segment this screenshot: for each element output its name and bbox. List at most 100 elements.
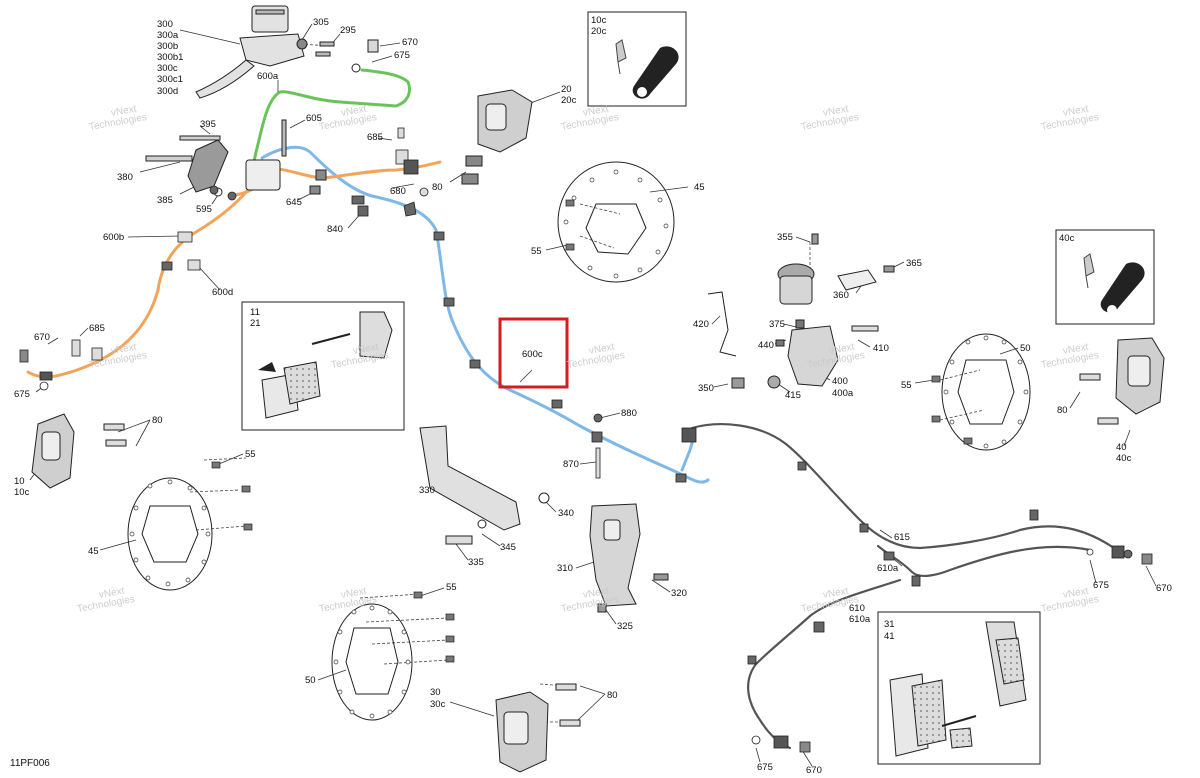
callout: 50: [305, 675, 316, 686]
callout: 840: [327, 224, 343, 235]
callout: 20: [561, 84, 572, 95]
diagram-code: 11PF006: [10, 758, 50, 769]
callout: 600d: [212, 287, 233, 298]
callout: 335: [468, 557, 484, 568]
abs-module: [707, 233, 895, 389]
callout: 600b: [103, 232, 124, 243]
junction-block: [245, 119, 327, 195]
callout: 400: [832, 376, 848, 387]
callout: 420: [693, 319, 709, 330]
callout: 10c: [14, 487, 30, 498]
callout: 10c: [591, 15, 607, 26]
inset-brake-pads-31-41: [877, 611, 1041, 765]
front-master-cylinder: [195, 5, 335, 99]
callout: 41: [884, 631, 895, 642]
callout: 360: [833, 290, 849, 301]
brake-disc-50-right: [941, 333, 1031, 451]
callout: 610a: [877, 563, 899, 574]
banjo-bolt-top: [351, 39, 379, 73]
callout: 330: [419, 485, 435, 496]
callout: 410: [873, 343, 889, 354]
highlight-box-600c: [498, 317, 569, 389]
callout: 610a: [849, 614, 871, 625]
callout: 300d: [157, 86, 178, 97]
callout: 300c: [157, 63, 178, 74]
callout: 80: [152, 415, 163, 426]
callout: 345: [500, 542, 516, 553]
callout: 685: [89, 323, 105, 334]
callout: 80: [432, 182, 443, 193]
caliper-20: [461, 89, 533, 185]
inset-bleeder-40c: [1055, 229, 1155, 325]
callout: 300c1: [157, 74, 183, 85]
brake-pedal-330: [419, 425, 550, 545]
callout: 320: [671, 588, 687, 599]
hose-clamps: [19, 127, 1153, 753]
callout: 385: [157, 195, 173, 206]
callout: 20c: [561, 95, 577, 106]
callout: 675: [394, 50, 410, 61]
callout: 40: [1116, 442, 1127, 453]
callout: 325: [617, 621, 633, 632]
callout: 55: [245, 449, 256, 460]
callout: 355: [777, 232, 793, 243]
callout: 40c: [1116, 453, 1132, 464]
callout: 340: [558, 508, 574, 519]
callout-labels: 300 300a 300b 300b1 300c 300c1 300d 305 …: [10, 15, 1172, 776]
callout: 610: [849, 603, 865, 614]
callout: 11: [250, 307, 260, 318]
callout: 675: [757, 762, 773, 773]
callout: 440: [758, 340, 774, 351]
callout: 20c: [591, 26, 607, 37]
callout: 310: [557, 563, 573, 574]
callout: 395: [200, 119, 216, 130]
pedal-bracket-310: [589, 503, 669, 613]
brake-disc-50-bottom: [331, 603, 413, 721]
callout: 300: [157, 19, 173, 30]
callout: 595: [196, 204, 212, 215]
callout: 880: [621, 408, 637, 419]
callout: 350: [698, 383, 714, 394]
callout: 295: [340, 25, 356, 36]
inset-bleeder-10c-20c: [587, 11, 687, 107]
callout: 605: [306, 113, 322, 124]
callout: 670: [402, 37, 418, 48]
callout: 675: [1093, 580, 1109, 591]
callout: 670: [806, 765, 822, 776]
callout: 305: [313, 17, 329, 28]
callout: 645: [286, 197, 302, 208]
callout: 685: [367, 132, 383, 143]
callout: 21: [250, 318, 261, 329]
callout: 365: [906, 258, 922, 269]
callout: 615: [894, 532, 910, 543]
callout: 30c: [430, 699, 446, 710]
brake-disc-45-left: [127, 477, 213, 591]
callout: 55: [446, 582, 457, 593]
callout: 675: [14, 389, 30, 400]
callout: 300b: [157, 41, 178, 52]
callout: 375: [769, 319, 785, 330]
callout: 45: [88, 546, 99, 557]
callout: 600c: [522, 349, 543, 360]
brake-disc-45-top: [557, 161, 675, 283]
callout: 870: [563, 459, 579, 470]
callout: 50: [1020, 343, 1031, 354]
callout: 55: [531, 246, 542, 257]
callout: 380: [117, 172, 133, 183]
callout: 670: [1156, 583, 1172, 594]
callout: 80: [607, 690, 618, 701]
caliper-10: [31, 413, 127, 489]
callout: 55: [901, 380, 912, 391]
inset-brake-pads-11-21: [241, 301, 405, 431]
callout: 30: [430, 687, 441, 698]
callout: 300b1: [157, 52, 183, 63]
callout: 600a: [257, 71, 279, 82]
caliper-30: [495, 683, 581, 773]
callout: 680: [390, 186, 406, 197]
callout: 10: [14, 476, 25, 487]
callout: 415: [785, 390, 801, 401]
callout: 40c: [1059, 233, 1075, 244]
callout: 300a: [157, 30, 179, 41]
caliper-40: [1079, 337, 1165, 425]
